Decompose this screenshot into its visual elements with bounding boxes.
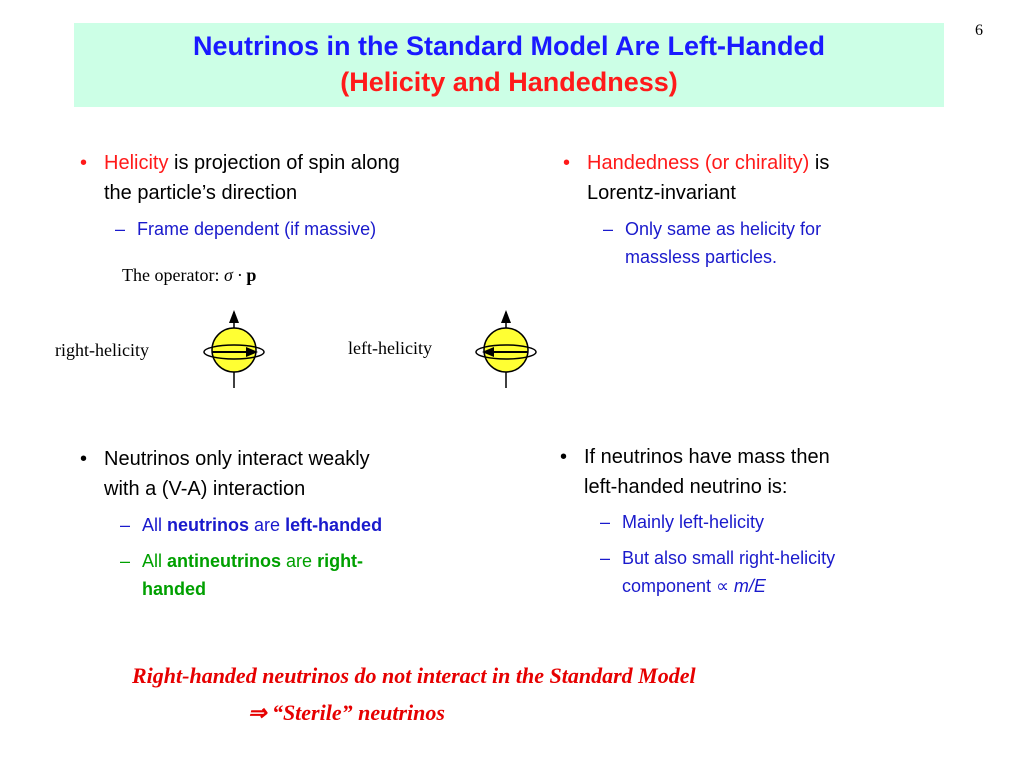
helicity-def-1: is projection of spin along [168, 152, 400, 174]
sub1-pre: All [142, 515, 168, 535]
page-number: 6 [975, 22, 983, 39]
bullet-icon: • [560, 446, 568, 468]
momentum-arrow-icon [246, 347, 258, 357]
sphere [211, 327, 257, 373]
sub1-mid: are [249, 515, 286, 535]
massive-neutrino-bullet: • If neutrinos have mass then left-hande… [560, 442, 1000, 502]
massless-text-1: Only same as helicity for [625, 219, 822, 239]
conclusion-line-2: ⇒ “Sterile” neutrinos [248, 700, 445, 726]
dash-icon: – [600, 512, 611, 532]
rotation-ellipse [203, 344, 265, 360]
bullet-icon: • [80, 152, 88, 174]
bullet-icon: • [80, 448, 88, 470]
handedness-bullet: • Handedness (or chirality) is Lorentz-i… [563, 148, 983, 208]
neutrinos-bold: neutrinos [167, 515, 250, 535]
sub2-pre: All [142, 551, 168, 571]
weak-text-2: with a (V-A) interaction [104, 478, 306, 500]
antineutrinos-sub-item: – All antineutrinos are right- handed [120, 547, 480, 603]
handedness-def-2: Lorentz-invariant [587, 182, 736, 204]
operator-label: The operator: [122, 265, 224, 285]
helicity-bullet: • Helicity is projection of spin along t… [80, 148, 500, 208]
slide-subtitle: (Helicity and Handedness) [340, 67, 678, 97]
left-helicity-label: left-helicity [348, 338, 432, 358]
sub2-mid: are [281, 551, 318, 571]
handedness-term: Handedness (or chirality) [587, 152, 810, 174]
right-helicity-label: right-helicity [55, 340, 149, 360]
slide-title: Neutrinos in the Standard Model Are Left… [192, 31, 826, 61]
dash-icon: – [115, 219, 126, 239]
spin-arrow-icon [229, 310, 239, 323]
weak-text-1: Neutrinos only interact weakly [104, 448, 370, 470]
mainly-left-sub-item: – Mainly left-helicity [600, 508, 980, 536]
implies-arrow-icon: ⇒ [248, 700, 267, 725]
operator-vector: p [246, 265, 257, 285]
mainly-left-text: Mainly left-helicity [622, 512, 765, 532]
right-handed-bold-a: right- [317, 551, 364, 571]
mass-text-1: If neutrinos have mass then [584, 446, 830, 468]
sphere [483, 327, 529, 373]
dash-icon: – [120, 551, 131, 571]
dash-icon: – [120, 515, 131, 535]
small-right-text-2: component [622, 576, 717, 596]
conclusion-line-1: Right-handed neutrinos do not interact i… [132, 663, 696, 688]
dash-icon: – [603, 219, 614, 239]
operator-formula: The operator: σ · p [122, 265, 256, 286]
handedness-sub-item: – Only same as helicity for massless par… [603, 215, 983, 271]
bullet-icon: • [563, 152, 571, 174]
dash-icon: – [600, 548, 611, 568]
mass-text-2: left-handed neutrino is: [584, 476, 788, 498]
title-box: Neutrinos in the Standard Model Are Left… [74, 23, 944, 107]
small-right-text-1: But also small right-helicity [622, 548, 836, 568]
left-handed-bold: left-handed [285, 515, 383, 535]
helicity-sub-item: – Frame dependent (if massive) [115, 215, 495, 243]
proportional-icon: ∝ [716, 576, 729, 596]
momentum-arrow-icon [482, 347, 494, 357]
operator-symbol: σ · [223, 265, 247, 285]
spin-arrow-icon [501, 310, 511, 323]
right-helicity-diagram [203, 310, 265, 388]
neutrinos-sub-item: – All neutrinos are left-handed [120, 511, 480, 539]
weak-interaction-bullet: • Neutrinos only interact weakly with a … [80, 444, 520, 504]
rotation-ellipse [475, 344, 537, 360]
mass-over-energy: m/E [728, 576, 766, 596]
frame-dependent-text: Frame dependent (if massive) [137, 219, 377, 239]
small-right-sub-item: – But also small right-helicity componen… [600, 544, 980, 600]
handedness-def-1: is [809, 152, 830, 174]
helicity-def-2: the particle’s direction [104, 182, 298, 204]
massless-text-2: massless particles. [625, 247, 778, 267]
right-handed-bold-b: handed [142, 579, 207, 599]
sterile-neutrinos-text: “Sterile” neutrinos [266, 700, 445, 725]
helicity-term: Helicity [104, 152, 169, 174]
antineutrinos-bold: antineutrinos [167, 551, 282, 571]
left-helicity-diagram [475, 310, 537, 388]
